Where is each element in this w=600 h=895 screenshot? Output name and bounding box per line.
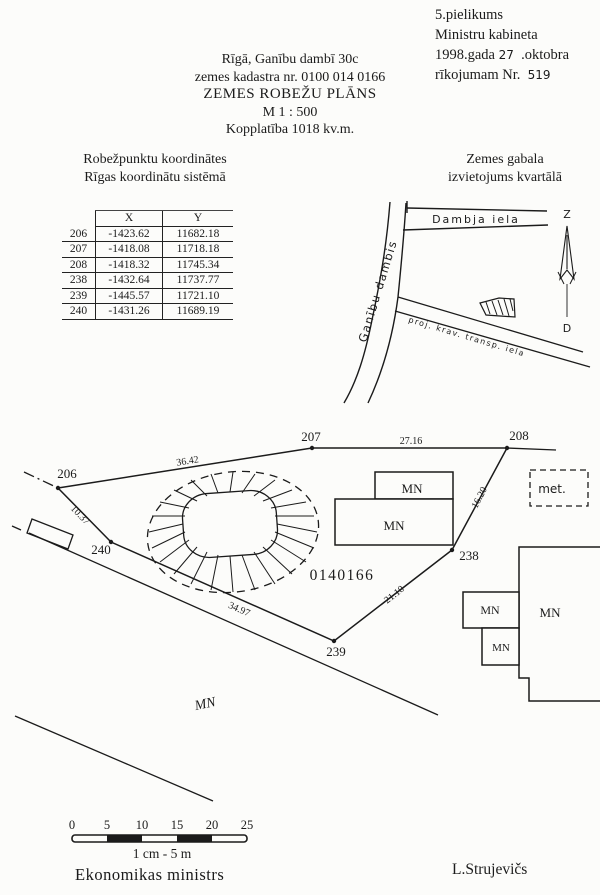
mound-inner-boundary — [181, 489, 279, 559]
boundary-point-dots — [55, 445, 510, 644]
scale-tick: 20 — [206, 818, 219, 832]
distance-207-208: 27.16 — [400, 436, 423, 447]
table-row: 208 -1418.32 11745.34 — [62, 257, 233, 273]
boundary-point-dot — [55, 485, 61, 491]
street-edge-line — [11, 525, 439, 716]
location-map-heading: Zemes gabala izvietojums kvartālā — [448, 152, 562, 185]
distance-208-238: 16.20 — [470, 485, 490, 510]
column-header-y: Y — [162, 210, 233, 227]
boundary-plan: 206 207 208 238 239 240 36.42 27.16 16.2… — [11, 428, 600, 802]
scale-bar-segments — [71, 834, 248, 843]
page-title: ZEMES ROBEŽU PLĀNS — [203, 86, 377, 102]
cadastre-number-line: zemes kadastra nr. 0100 014 0166 — [194, 69, 386, 85]
boundary-point-dot — [108, 539, 114, 545]
subject-parcel-marker — [479, 297, 516, 318]
north-label: Z — [563, 208, 571, 221]
title-block: Rīgā, Ganību dambī 30c zemes kadastra nr… — [140, 51, 440, 139]
scale-tick: 0 — [69, 818, 75, 832]
point-label-238: 238 — [459, 548, 479, 563]
building-label: MN — [492, 642, 510, 654]
boundary-point-dot — [504, 445, 510, 451]
column-header-x: X — [95, 210, 163, 227]
distance-206-207: 36.42 — [176, 454, 200, 468]
neighbouring-buildings: MN MN MN — [462, 546, 600, 702]
coordinates-heading: Robežpunktu koordinātes Rīgas koordinātu… — [83, 152, 227, 185]
metal-shed-symbol: met. — [529, 469, 589, 507]
coordinates-table: X Y 206 -1423.62 11682.18 207 -1418.08 1… — [62, 210, 233, 320]
location-map: Dambja iela Ganību dambis proj. krav. tr… — [343, 201, 591, 404]
table-row: 239 -1445.57 11721.10 — [62, 288, 233, 304]
scale-tick: 5 — [104, 818, 110, 832]
table-row: 238 -1432.64 11737.77 — [62, 272, 233, 289]
annex-line-4: rīkojumam Nr. 519 — [435, 67, 551, 83]
buildings-inside-parcel: MN MN — [334, 471, 454, 546]
ground-cover-label: MN — [192, 695, 217, 714]
adjacent-boundary-line — [23, 471, 59, 489]
building-outline — [481, 627, 520, 666]
scale-caption: 1 cm - 5 m — [133, 846, 192, 861]
building-label: MN — [480, 603, 500, 617]
scale-tick: 25 — [241, 818, 254, 832]
south-label: D — [563, 322, 571, 335]
minister-title: Ekonomikas ministrs — [75, 865, 225, 884]
point-label-240: 240 — [91, 542, 111, 557]
dambja-iela-label: Dambja iela — [432, 213, 520, 226]
point-label-239: 239 — [326, 644, 346, 659]
annex-line-2: Ministru kabineta — [435, 27, 538, 43]
mound-hachures — [148, 471, 318, 593]
mound-hachure-symbol — [146, 470, 320, 594]
dambja-iela-north-edge — [406, 207, 548, 212]
annex-date-value: 27 — [498, 48, 514, 62]
building-label: MN — [540, 605, 562, 620]
metal-shed-label: met. — [538, 482, 566, 496]
building-label: MN — [384, 518, 406, 533]
table-row: 207 -1418.08 11718.18 — [62, 241, 233, 258]
building-outline — [334, 498, 454, 546]
boundary-point-dot — [309, 445, 315, 451]
large-building-outline — [518, 546, 600, 702]
building-outline — [462, 591, 520, 629]
table-header-row: X Y — [62, 210, 233, 227]
annex-line-3: 1998.gada 27 .oktobra — [435, 47, 570, 63]
scale-bar-ticks: 0 5 10 15 20 25 — [69, 818, 253, 832]
table-row: 206 -1423.62 11682.18 — [62, 226, 233, 242]
annex-order-number: 519 — [527, 68, 551, 82]
map-scale-line: M 1 : 500 — [262, 104, 318, 120]
minister-signature-name: L.Strujevičs — [452, 861, 528, 878]
boundary-point-dot — [331, 638, 337, 644]
dambja-iela-south-edge — [402, 224, 549, 231]
building-label: MN — [402, 481, 424, 496]
proj-street-label: proj. krav. transp. iela — [407, 315, 526, 358]
parcel-number-label: 0140166 — [310, 567, 375, 584]
point-label-206: 206 — [57, 466, 77, 481]
metal-shed-outline — [529, 469, 589, 507]
table-row: 240 -1431.26 11689.19 — [62, 303, 233, 320]
proj-street-south-edge — [394, 310, 591, 368]
north-arrow-icon: Z D — [557, 208, 577, 335]
ganibu-dambis-west-edge — [343, 201, 391, 404]
annex-reference: 5.pielikums Ministru kabineta 1998.gada … — [435, 5, 569, 85]
scale-bar: 0 5 10 15 20 25 1 cm - 5 m — [69, 818, 253, 861]
building-outline — [374, 471, 454, 500]
scale-tick: 10 — [136, 818, 149, 832]
point-labels: 206 207 208 238 239 240 — [57, 428, 529, 659]
scale-tick: 15 — [171, 818, 184, 832]
total-area-line: Kopplatība 1018 kv.m. — [225, 122, 355, 137]
boundary-extension-line — [506, 447, 557, 451]
point-label-208: 208 — [509, 428, 529, 443]
mound-outer-dashed-boundary — [146, 470, 320, 594]
boundary-point-dot — [449, 547, 455, 553]
annex-line-1: 5.pielikums — [435, 7, 504, 23]
distance-240-206: 10.37 — [68, 503, 92, 527]
point-label-207: 207 — [301, 429, 321, 444]
small-building-outline — [26, 518, 74, 550]
street-edge-line-lower — [14, 715, 214, 802]
proj-street-north-edge — [397, 296, 584, 353]
address-line: Rīgā, Ganību dambī 30c — [221, 52, 359, 67]
